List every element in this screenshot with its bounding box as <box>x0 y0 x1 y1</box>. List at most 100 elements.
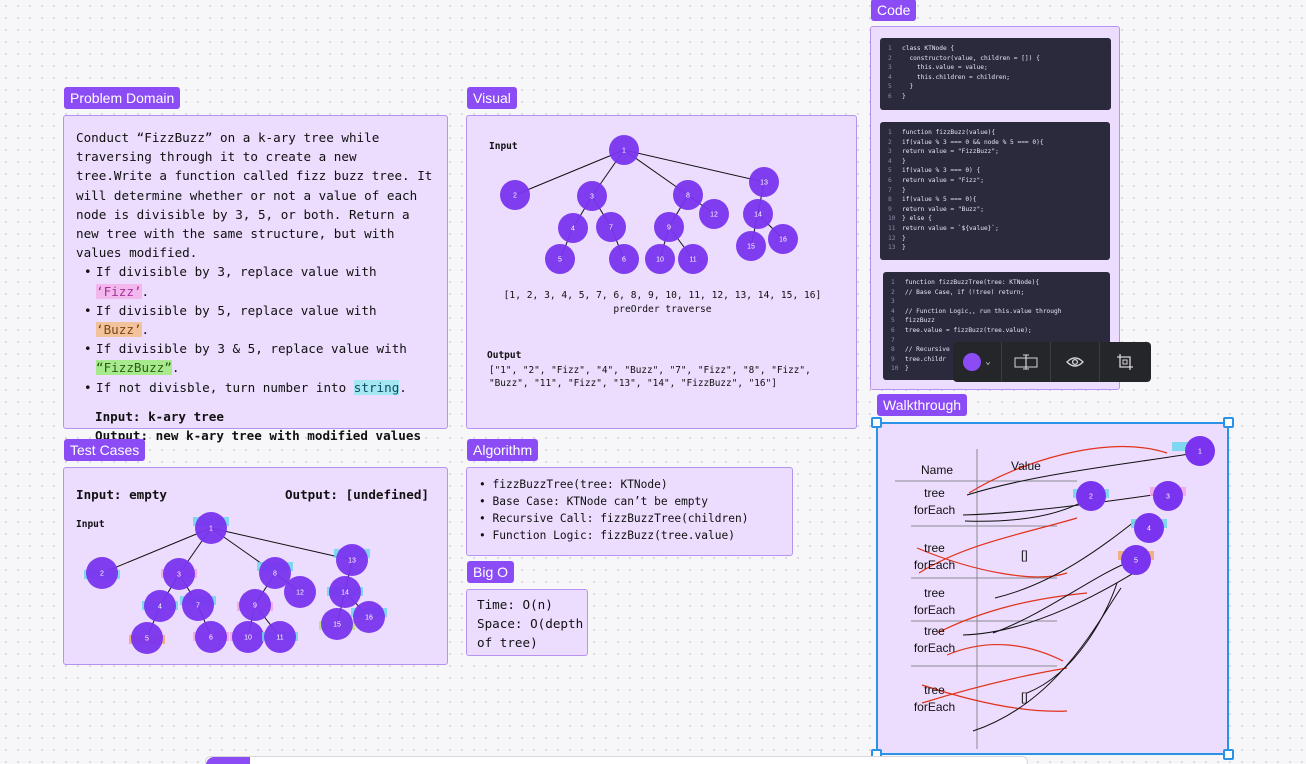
frame-label-test-cases[interactable]: Test Cases <box>64 439 146 461</box>
tree-node <box>163 558 195 590</box>
tree-node-label: 1 <box>209 525 213 532</box>
tree-node <box>182 589 214 621</box>
tree-node <box>673 180 703 210</box>
tree-edge <box>623 149 765 183</box>
tree-node <box>596 212 626 242</box>
tree-edge <box>210 527 353 561</box>
selection-toolbar: ⌄ <box>953 342 1151 382</box>
code-line: 4} <box>888 157 906 165</box>
tree-node <box>743 199 773 229</box>
tree-node <box>353 601 385 633</box>
code-line: 2 constructor(value, children = []) { <box>888 54 1040 62</box>
output-values-line: "Buzz", "11", "Fizz", "13", "14", "FizzB… <box>489 378 777 389</box>
frame-label-code[interactable]: Code <box>871 0 917 21</box>
rule-item: If divisible by 3, replace value with ‘F… <box>76 262 436 300</box>
tree-node-label: 3 <box>177 571 181 578</box>
code-line: 10} <box>891 365 909 373</box>
red-strike-stroke <box>921 684 1068 712</box>
fizzbuzz-highlight: “FizzBuzz” <box>96 360 172 376</box>
tree-node <box>264 621 296 653</box>
buzz-highlight: ‘Buzz’ <box>96 322 142 338</box>
tree-node-label: 6 <box>622 256 626 263</box>
resize-handle-top-left[interactable] <box>871 417 882 428</box>
tree-node-label: 7 <box>196 602 200 609</box>
code-line: 4// Function Logic,, run this.value thro… <box>891 307 1062 315</box>
arrow-stroke <box>992 560 1133 634</box>
tree-node-label: 2 <box>513 192 517 199</box>
algorithm-frame[interactable]: • fizzBuzzTree(tree: KTNode) • Base Case… <box>466 467 793 556</box>
text-bounds-button[interactable] <box>1002 342 1051 382</box>
tree-edge <box>514 149 625 196</box>
view-button[interactable] <box>1051 342 1100 382</box>
resize-handle-top-right[interactable] <box>1223 417 1234 428</box>
walk-node <box>1076 481 1106 511</box>
space-complexity: Space: O(depth <box>477 616 584 631</box>
tree-node-label: 10 <box>244 634 252 641</box>
frame-label-big-o[interactable]: Big O <box>467 561 515 583</box>
walk-node <box>1153 481 1183 511</box>
problem-paragraph: Conduct “FizzBuzz” on a k-ary tree while… <box>76 130 433 261</box>
tree-node <box>645 244 675 274</box>
tree-node-label: 12 <box>296 589 304 596</box>
eye-icon <box>1066 357 1084 367</box>
color-picker-button[interactable]: ⌄ <box>953 342 1002 382</box>
red-strike-stroke <box>916 547 1068 578</box>
arrow-stroke <box>962 570 1138 636</box>
code-line: 13} <box>888 244 906 252</box>
tree-node <box>768 224 798 254</box>
frame-label-problem-domain[interactable]: Problem Domain <box>64 87 181 109</box>
bottom-toolbar-chip[interactable] <box>206 757 250 764</box>
tree-node <box>558 213 588 243</box>
frame-label-walkthrough[interactable]: Walkthrough <box>877 394 968 416</box>
walk-row-foreach: forEach <box>913 558 956 572</box>
input-line: Input: k-ary tree <box>95 408 224 424</box>
bottom-toolbar[interactable] <box>205 756 1028 764</box>
walk-node-label: 4 <box>1147 526 1151 533</box>
tree-node <box>609 244 639 274</box>
tree-node <box>239 589 271 621</box>
walk-node <box>1134 513 1164 543</box>
tree-edge <box>101 527 212 574</box>
big-o-frame[interactable]: Time: O(n) Space: O(depth of tree) <box>466 589 588 656</box>
walk-row-tree: tree <box>924 624 945 638</box>
algorithm-item: • fizzBuzzTree(tree: KTNode) <box>479 478 668 491</box>
red-strike-stroke <box>946 643 1064 662</box>
rule-item: If divisible by 3 & 5, replace value wit… <box>76 339 436 377</box>
tree-node-label: 10 <box>656 256 664 263</box>
walk-row-tree: tree <box>924 586 945 600</box>
tree-node <box>284 576 316 608</box>
tree-node-label: 1 <box>622 147 626 154</box>
tree-node-label: 4 <box>571 225 575 232</box>
tree-node <box>144 590 176 622</box>
walk-row-foreach: forEach <box>913 700 956 714</box>
visual-output-label: Output <box>487 350 522 361</box>
arrow-stroke <box>962 492 1168 516</box>
arrow-stroke <box>1026 582 1118 694</box>
crop-icon <box>1116 354 1133 370</box>
tree-node-label: 2 <box>100 570 104 577</box>
resize-handle-bottom-right[interactable] <box>1223 749 1234 760</box>
algorithm-item: • Base Case: KTNode can’t be empty <box>479 495 709 508</box>
visual-output-values: ["1", "2", "Fizz", "4", "Buzz", "7", "Fi… <box>489 364 811 390</box>
string-highlight: string <box>353 379 400 395</box>
crop-button[interactable] <box>1100 342 1149 382</box>
frame-label-visual[interactable]: Visual <box>467 87 517 109</box>
frame-label-algorithm[interactable]: Algorithm <box>467 439 539 461</box>
col-value-header: Value <box>1011 459 1041 473</box>
problem-domain-frame[interactable]: Conduct “FizzBuzz” on a k-ary tree while… <box>63 115 448 443</box>
walk-node-label: 3 <box>1166 494 1170 501</box>
test-cases-frame[interactable]: Input: empty Output: [undefined] Input 1… <box>63 467 448 665</box>
